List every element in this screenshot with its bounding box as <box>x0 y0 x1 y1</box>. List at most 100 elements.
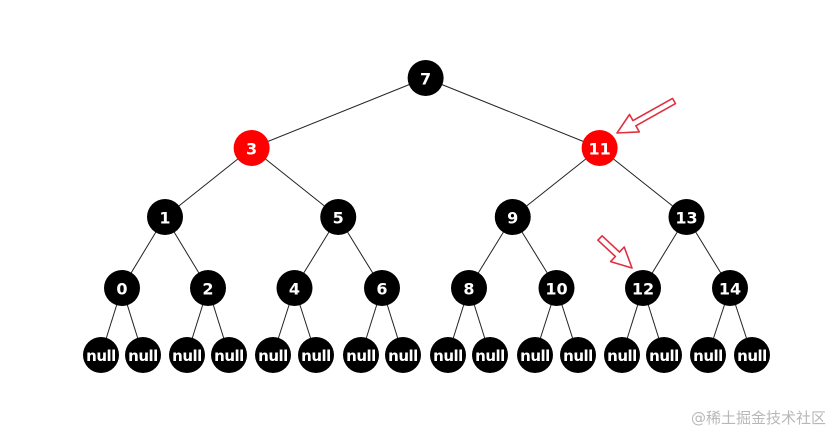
tree-node-12: 12 <box>625 270 661 306</box>
null-leaf: null <box>517 337 553 373</box>
node-circle-8 <box>451 270 487 306</box>
null-leaf: null <box>560 337 596 373</box>
tree-node-10: 10 <box>538 270 575 306</box>
null-leaf-circle <box>604 337 640 373</box>
null-leaf: null <box>83 337 119 373</box>
node-circle-0 <box>104 270 140 306</box>
edge-n3-n5 <box>251 147 339 218</box>
null-leaf-label: null <box>128 347 158 365</box>
null-leaf-label: null <box>301 347 331 365</box>
tree-node-2: 2 <box>190 270 226 306</box>
edge-n7-n11 <box>425 77 600 149</box>
null-leaf: null <box>343 337 379 373</box>
node-circle-1 <box>147 199 183 235</box>
null-leaf-label: null <box>475 347 505 365</box>
tree-node-1: 1 <box>147 199 183 235</box>
edge-n11-n13 <box>599 147 687 218</box>
annotation-arrow-icon <box>597 235 633 269</box>
node-circle-2 <box>190 270 226 306</box>
tree-node-5: 5 <box>320 199 357 235</box>
annotation-arrow-icon <box>616 97 677 134</box>
null-leaf-label: null <box>86 347 116 365</box>
null-leaf-circle <box>472 337 508 373</box>
null-leaf-label: null <box>693 347 723 365</box>
node-circle-13 <box>668 199 705 235</box>
null-leaf: null <box>646 337 682 373</box>
node-circle-7 <box>407 60 444 96</box>
node-circle-6 <box>364 270 400 306</box>
tree-node-7: 7 <box>407 60 444 96</box>
null-leaf-circle <box>211 337 247 373</box>
tree-node-14: 14 <box>712 270 748 306</box>
node-label-1: 1 <box>159 209 170 228</box>
node-circle-14 <box>712 270 748 306</box>
null-leaf-circle <box>646 337 682 373</box>
edge-n11-n9 <box>512 147 600 218</box>
null-leaf: null <box>298 337 334 373</box>
tree-node-13: 13 <box>668 199 705 235</box>
node-label-5: 5 <box>333 209 344 228</box>
null-leaf-label: null <box>520 347 550 365</box>
null-leaf-label: null <box>563 347 593 365</box>
node-label-11: 11 <box>588 140 610 159</box>
tree-node-3: 3 <box>233 130 270 166</box>
null-leaf-label: null <box>172 347 202 365</box>
null-leaf-circle <box>385 337 421 373</box>
node-circle-12 <box>625 270 661 306</box>
annotation-arrows <box>597 97 677 269</box>
tree-node-8: 8 <box>451 270 487 306</box>
null-leaf-label: null <box>433 347 463 365</box>
null-leaf-label: null <box>607 347 637 365</box>
node-label-10: 10 <box>545 280 567 299</box>
null-leaf: null <box>255 337 291 373</box>
null-leaf-circle <box>430 337 466 373</box>
tree-node-11: 11 <box>581 130 618 166</box>
node-circle-9 <box>494 199 531 235</box>
null-leaf-label: null <box>258 347 288 365</box>
null-leaf-label: null <box>346 347 376 365</box>
tree-edges <box>100 77 753 356</box>
node-label-13: 13 <box>675 209 697 228</box>
node-circle-3 <box>233 130 270 166</box>
null-leaf: null <box>169 337 205 373</box>
node-label-8: 8 <box>463 280 474 299</box>
null-leaf-circle <box>83 337 119 373</box>
null-leaf-circle <box>298 337 334 373</box>
tree-node-6: 6 <box>364 270 400 306</box>
null-leaf: null <box>734 337 770 373</box>
null-leaf-label: null <box>737 347 767 365</box>
node-label-2: 2 <box>202 280 213 299</box>
null-leaf-circle <box>255 337 291 373</box>
null-leaf-circle <box>125 337 161 373</box>
node-label-14: 14 <box>719 280 741 299</box>
node-circle-4 <box>276 270 313 306</box>
null-leaf: null <box>125 337 161 373</box>
node-label-12: 12 <box>632 280 654 299</box>
null-leaf: null <box>385 337 421 373</box>
null-leaf-circle <box>560 337 596 373</box>
null-leaf-circle <box>343 337 379 373</box>
tree-node-4: 4 <box>276 270 313 306</box>
tree-node-0: 0 <box>104 270 140 306</box>
null-leaf-circle <box>169 337 205 373</box>
node-label-6: 6 <box>376 280 387 299</box>
edge-n3-n1 <box>164 147 252 218</box>
null-leaf-circle <box>690 337 726 373</box>
watermark: @稀土掘金技术社区 <box>690 409 826 427</box>
node-label-9: 9 <box>507 209 518 228</box>
null-leaf: null <box>211 337 247 373</box>
edge-n7-n3 <box>251 77 426 149</box>
null-leaf-circle <box>517 337 553 373</box>
node-circle-10 <box>538 270 575 306</box>
tree-node-9: 9 <box>494 199 531 235</box>
null-leaf: null <box>430 337 466 373</box>
node-circle-11 <box>581 130 618 166</box>
node-circle-5 <box>320 199 357 235</box>
null-leaf-label: null <box>214 347 244 365</box>
null-leaf-circle <box>734 337 770 373</box>
null-leaf: null <box>604 337 640 373</box>
node-label-0: 0 <box>116 280 127 299</box>
